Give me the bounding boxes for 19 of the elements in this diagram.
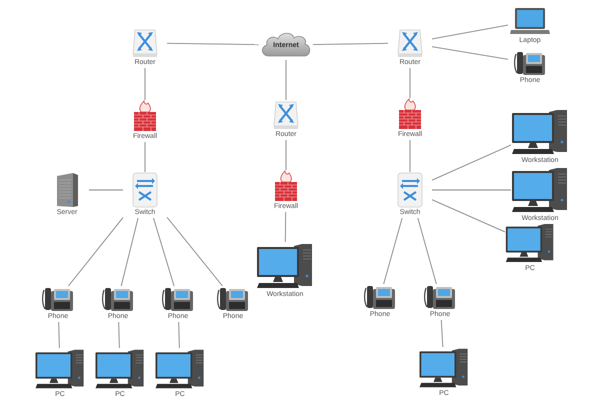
connection-line (68, 217, 124, 286)
connection-line (58, 322, 60, 348)
connection-line (432, 46, 508, 60)
connection-line (284, 212, 286, 242)
connection-line (120, 218, 139, 286)
connection-line (166, 42, 260, 46)
connection-line (432, 144, 512, 181)
connection-line (178, 322, 180, 348)
connection-line (153, 218, 175, 286)
connection-line (144, 142, 146, 172)
connection-line (417, 218, 437, 284)
connection-line (144, 68, 146, 100)
connection-line (383, 218, 403, 284)
connection-line (440, 320, 444, 348)
connection-line (432, 24, 508, 40)
connection-line (118, 322, 120, 348)
connection-line (312, 42, 388, 46)
connection-line (166, 216, 223, 286)
connection-line (432, 199, 506, 232)
